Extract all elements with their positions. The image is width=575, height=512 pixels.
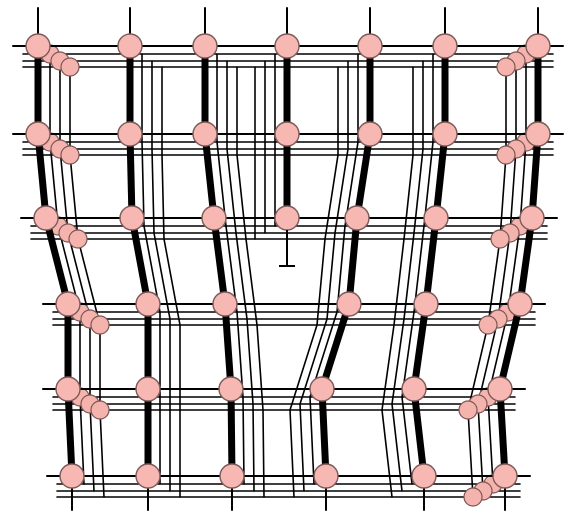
- atom: [310, 377, 334, 401]
- atom-back-layer: [61, 146, 79, 164]
- atom: [314, 464, 338, 488]
- atom: [433, 122, 457, 146]
- vertical-bond-front: [225, 304, 231, 389]
- vertical-bond-back: [227, 149, 236, 233]
- vertical-bond-front: [357, 134, 370, 218]
- atom: [526, 122, 550, 146]
- vertical-bond-back: [404, 233, 414, 319]
- vertical-bond-back: [300, 404, 304, 491]
- atom: [402, 377, 426, 401]
- atom: [56, 292, 80, 316]
- atom: [337, 292, 361, 316]
- atom: [358, 34, 382, 58]
- vertical-bond-front: [322, 389, 326, 476]
- atom: [520, 206, 544, 230]
- vertical-bond-back: [247, 319, 253, 404]
- vertical-bond-front: [426, 218, 436, 304]
- vertical-bond-front: [231, 389, 232, 476]
- vertical-bond-back: [478, 404, 483, 491]
- atom: [193, 122, 217, 146]
- atom: [488, 377, 512, 401]
- atom: [220, 464, 244, 488]
- atom: [345, 206, 369, 230]
- atom: [275, 34, 299, 58]
- vertical-bond-front: [349, 218, 357, 304]
- atom: [275, 122, 299, 146]
- vertical-bond-front: [414, 304, 426, 389]
- atom: [26, 34, 50, 58]
- atom-back-layer: [91, 316, 109, 334]
- vertical-bond-back: [236, 233, 247, 319]
- atom: [358, 122, 382, 146]
- vertical-bond-back: [263, 410, 264, 497]
- atom: [120, 206, 144, 230]
- atom-back-layer: [61, 58, 79, 76]
- atom-back-layer: [459, 401, 477, 419]
- vertical-bond-front: [68, 389, 72, 476]
- atom-back-layer: [91, 401, 109, 419]
- atom: [136, 292, 160, 316]
- vertical-bond-back: [90, 404, 94, 491]
- atom: [433, 34, 457, 58]
- vertical-bond-front: [500, 389, 505, 476]
- atom: [424, 206, 448, 230]
- dislocation-symbol: [279, 230, 295, 266]
- atom: [26, 122, 50, 146]
- atom: [34, 206, 58, 230]
- atom: [56, 377, 80, 401]
- atom: [526, 34, 550, 58]
- atom: [275, 206, 299, 230]
- atom: [118, 122, 142, 146]
- vertical-bond-back: [392, 404, 402, 491]
- atom: [219, 377, 243, 401]
- atom: [412, 464, 436, 488]
- atom-back-layer: [497, 146, 515, 164]
- atom: [136, 464, 160, 488]
- atom-back-layer: [69, 230, 87, 248]
- atom: [136, 377, 160, 401]
- vertical-bond-front: [414, 389, 424, 476]
- atom: [508, 292, 532, 316]
- atom: [118, 34, 142, 58]
- atom: [202, 206, 226, 230]
- atom: [60, 464, 84, 488]
- atom-back-layer: [491, 230, 509, 248]
- vertical-bond-back: [152, 149, 154, 233]
- atom: [493, 464, 517, 488]
- atom: [213, 292, 237, 316]
- atom-back-layer: [497, 58, 515, 76]
- vertical-bond-front: [214, 218, 225, 304]
- atom-back-layer: [464, 488, 482, 506]
- atom: [193, 34, 217, 58]
- atom: [414, 292, 438, 316]
- vertical-bond-back: [414, 149, 423, 233]
- vertical-bond-back: [327, 233, 335, 319]
- vertical-bond-back: [253, 404, 254, 491]
- atom-back-layer: [479, 316, 497, 334]
